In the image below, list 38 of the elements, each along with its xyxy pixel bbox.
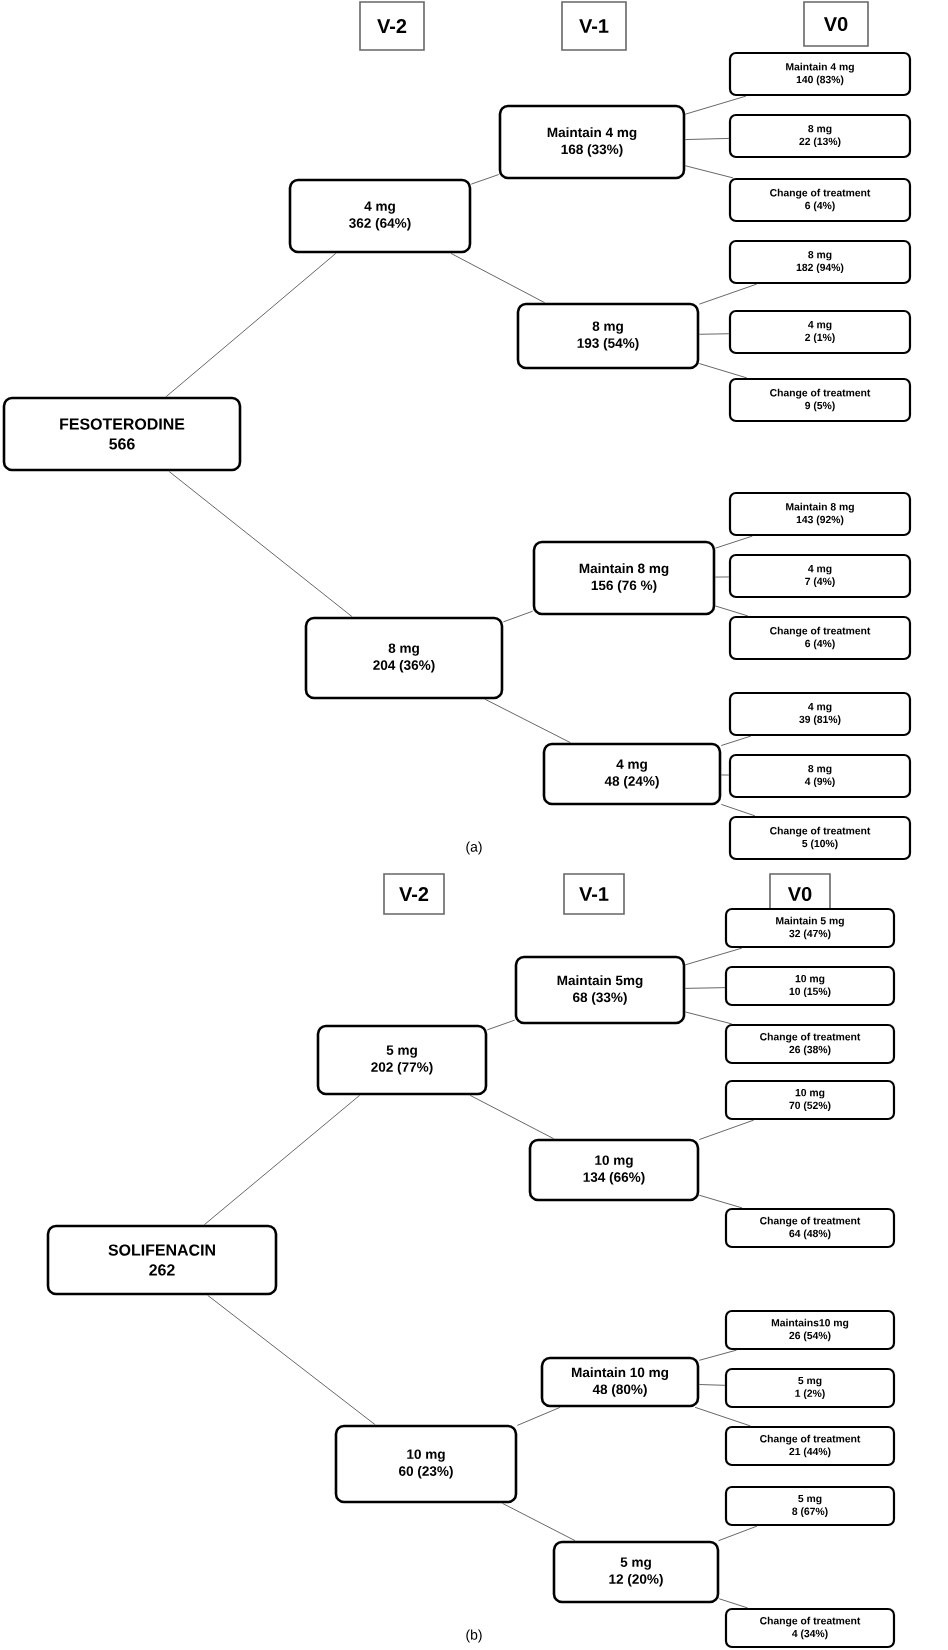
connector-line xyxy=(168,470,353,618)
connector-line xyxy=(469,1094,555,1140)
connector-line xyxy=(684,165,734,179)
connector-line xyxy=(720,774,730,776)
connector-line xyxy=(684,947,743,966)
connector-line xyxy=(698,1349,737,1361)
connector-line xyxy=(720,735,752,746)
connector-line xyxy=(694,1406,751,1427)
connector-line xyxy=(698,363,748,379)
connector-line xyxy=(714,576,730,578)
connector-line xyxy=(486,1019,516,1031)
connector-line xyxy=(684,1011,733,1025)
connector-line xyxy=(684,95,747,115)
connector-line xyxy=(714,535,753,549)
connector-line xyxy=(714,605,749,617)
connector-line xyxy=(450,252,546,304)
visit-header-box: V-1 xyxy=(561,1,627,51)
visit-header-box: V-2 xyxy=(359,1,425,51)
connector-line xyxy=(720,804,756,817)
connector-line xyxy=(207,1294,376,1426)
connector-line xyxy=(718,1598,748,1609)
connector-line xyxy=(203,1094,361,1226)
connector-line xyxy=(698,1119,755,1140)
connector-line xyxy=(165,252,337,398)
connector-line xyxy=(684,987,726,989)
connector-line xyxy=(698,1384,726,1386)
visit-header-box: V-1 xyxy=(563,873,625,915)
connector-line xyxy=(698,333,730,335)
connector-line xyxy=(502,1502,576,1542)
connector-line xyxy=(684,138,730,140)
connector-line xyxy=(502,610,534,623)
visit-header-box: V-2 xyxy=(383,873,445,915)
connector-line xyxy=(484,698,571,744)
connector-line xyxy=(698,1194,743,1209)
visit-header-box: V0 xyxy=(803,1,869,47)
connector-line xyxy=(516,1406,561,1426)
connector-line xyxy=(718,1525,758,1542)
connector-line xyxy=(470,174,500,185)
